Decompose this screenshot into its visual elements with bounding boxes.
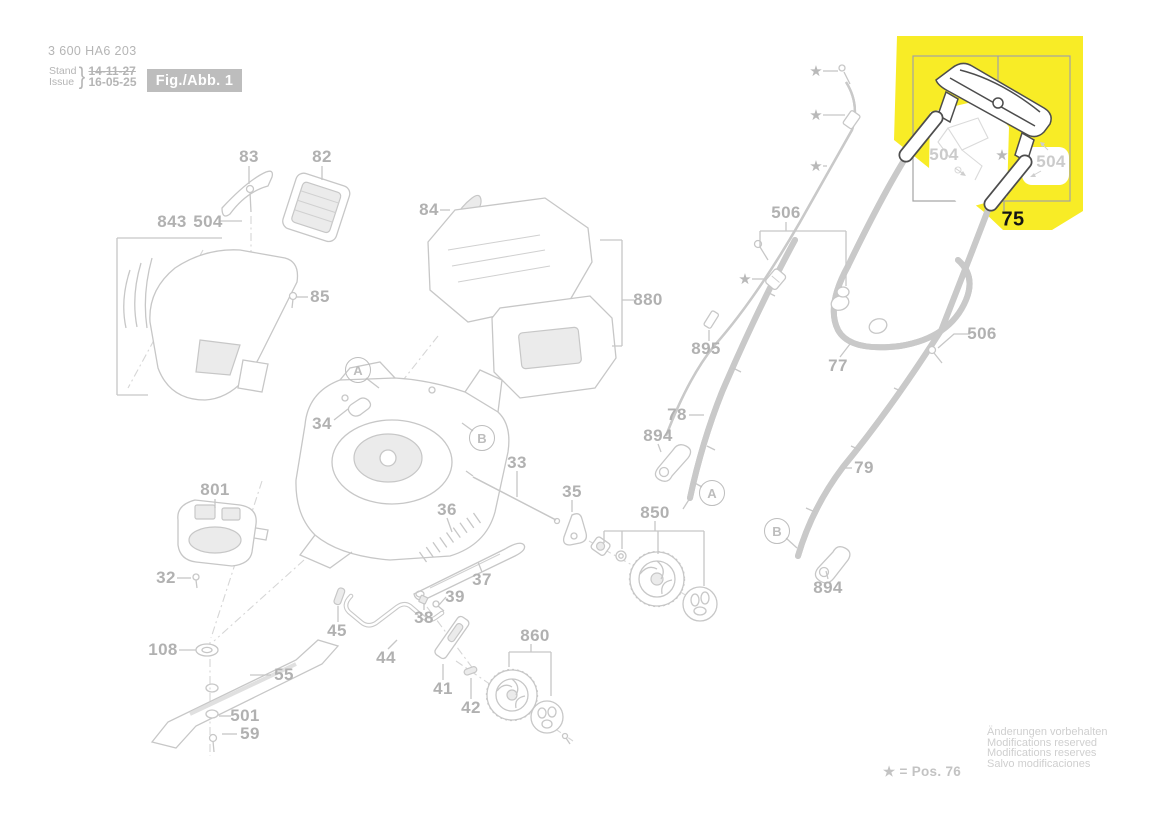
part-label-801: 801 (200, 480, 230, 499)
part-label-44: 44 (376, 648, 396, 667)
note-line: Salvo modificaciones (987, 757, 1091, 770)
part-label-860: 860 (520, 626, 550, 645)
part-label-506: 506 (967, 324, 997, 343)
part-label-77: 77 (828, 356, 848, 375)
part-label-880: 880 (633, 290, 663, 309)
star-marker: ★ (809, 158, 823, 175)
part-label-504: 504 (1036, 152, 1066, 171)
revision-labels: Stand Issue (49, 66, 76, 88)
part-label-894: 894 (813, 578, 843, 597)
stand-label: Stand (49, 65, 77, 77)
grassbox-artwork (427, 197, 617, 399)
leader-lines (116, 70, 970, 735)
document-number: 3 600 HA6 203 (48, 44, 137, 58)
old-date: 14-11-27 (88, 64, 136, 78)
part-label-37: 37 (472, 570, 492, 589)
brace-glyph: } (79, 63, 86, 90)
part-label-84: 84 (419, 200, 439, 219)
upper-handle-artwork (123, 170, 482, 401)
linkage-artwork (333, 470, 588, 676)
part-label-83: 83 (239, 147, 259, 166)
ref-circle-A: A (699, 480, 725, 506)
star-marker: ★ (738, 271, 752, 288)
part-label-55: 55 (274, 665, 294, 684)
part-label-59: 59 (240, 724, 260, 743)
part-label-41: 41 (433, 679, 453, 698)
note-line: Modifications reserved (987, 736, 1098, 749)
part-label-33: 33 (507, 453, 527, 472)
part-label-32: 32 (156, 568, 176, 587)
issue-label: Issue (49, 76, 75, 88)
revision-dates: 14-11-27 16-05-25 (88, 64, 137, 89)
cutout-arrows (954, 142, 1049, 177)
part-label-78: 78 (667, 405, 687, 424)
star-legend: ★ = Pos. 76 (883, 764, 962, 779)
cutout-left (929, 99, 1009, 209)
part-label-79: 79 (854, 458, 874, 477)
part-label-506: 506 (771, 203, 801, 222)
part-label-45: 45 (327, 621, 347, 640)
revision-block: Stand Issue}14-11-27 16-05-25 (49, 63, 137, 90)
new-date: 16-05-25 (88, 75, 137, 89)
cutout-faint-part (937, 117, 989, 181)
note-line: Modifications reserves (987, 747, 1097, 760)
handle-tubes-artwork (654, 64, 991, 584)
highlighted-part-artwork (898, 62, 1052, 212)
figure-label-box: Fig./Abb. 1 (147, 69, 242, 92)
part-label-895: 895 (691, 339, 721, 358)
ref-circle-B: B (469, 425, 495, 451)
part-label-504: 504 (929, 145, 959, 164)
part-label-850: 850 (640, 503, 670, 522)
note-line: Änderungen vorbehalten (987, 726, 1108, 738)
part-label-894: 894 (643, 426, 673, 445)
part-label-34: 34 (312, 414, 332, 433)
star-marker: ★ (809, 107, 823, 124)
part-label-36: 36 (437, 500, 457, 519)
part-label-85: 85 (310, 287, 330, 306)
part-label-75: 75 (1001, 208, 1025, 231)
part-label-39: 39 (445, 587, 465, 606)
part-label-108: 108 (148, 640, 178, 659)
wheels-artwork (485, 536, 718, 745)
ref-circle-B: B (764, 518, 790, 544)
star-marker: ★ (809, 63, 823, 80)
part-label-82: 82 (312, 147, 332, 166)
mower-deck-artwork (295, 361, 510, 569)
part-label-35: 35 (562, 482, 582, 501)
motor-blade-artwork (150, 499, 340, 753)
ref-circle-A: A (345, 357, 371, 383)
part-label-501: 501 (230, 706, 260, 725)
part-label-504: 504 (193, 212, 223, 231)
part-label-38: 38 (414, 608, 434, 627)
part-label-42: 42 (461, 698, 481, 717)
star-marker: ★ (995, 147, 1009, 164)
part-label-843: 843 (157, 212, 187, 231)
